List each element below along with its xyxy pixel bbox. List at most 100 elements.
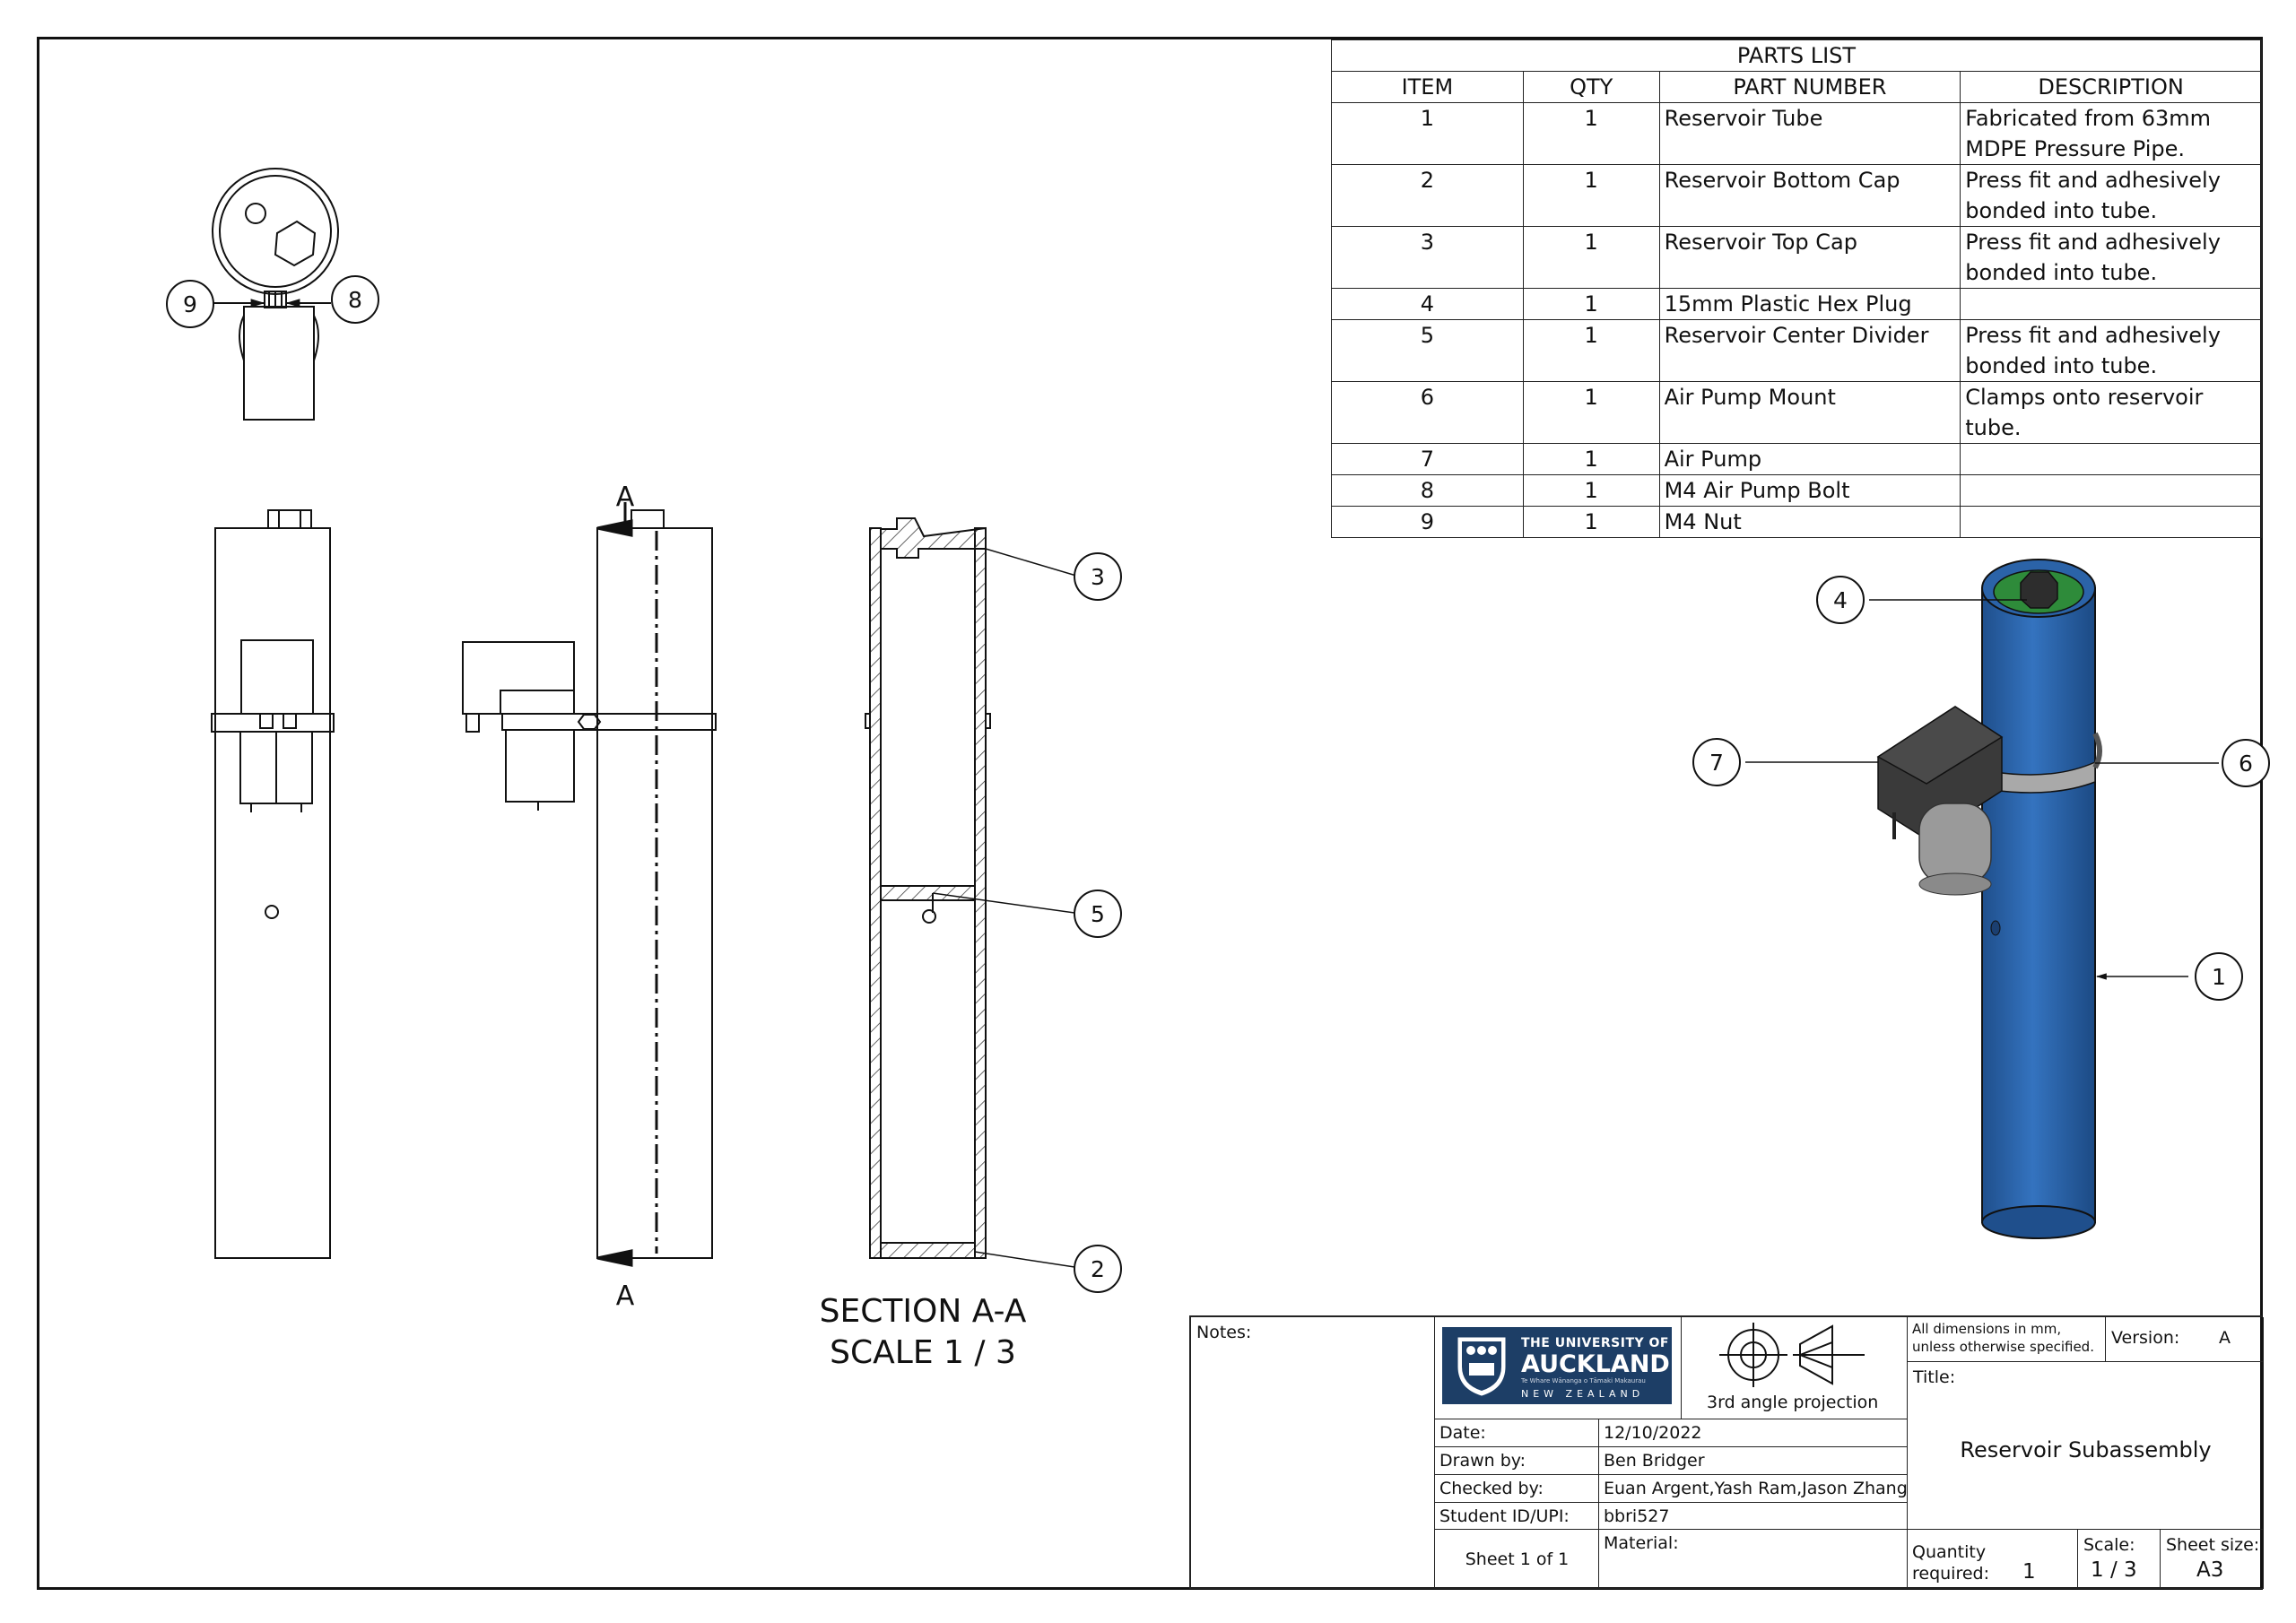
cell-qty: 1 xyxy=(1522,443,1660,475)
cell-item: 8 xyxy=(1331,474,1524,507)
cell-desc xyxy=(1960,288,2262,320)
cell-desc: Clamps onto reservoir tube. xyxy=(1960,381,2262,444)
balloon-1: 1 xyxy=(2195,952,2243,1001)
logo-line-2: AUCKLAND xyxy=(1521,1350,1670,1378)
cell-item: 5 xyxy=(1331,319,1524,382)
side-view xyxy=(462,509,717,1259)
cell-qty: 1 xyxy=(1522,226,1660,289)
cell-desc xyxy=(1960,443,2262,475)
cell-part: Reservoir Tube xyxy=(1658,102,1961,165)
title-label: Title: xyxy=(1913,1367,1956,1387)
cell-item: 3 xyxy=(1331,226,1524,289)
student-id-value: bbri527 xyxy=(1604,1506,1670,1526)
university-logo: THE UNIVERSITY OF AUCKLAND Te Whare Wāna… xyxy=(1442,1327,1672,1404)
balloon-4: 4 xyxy=(1816,576,1865,624)
cell-item: 4 xyxy=(1331,288,1524,320)
cell-part: 15mm Plastic Hex Plug xyxy=(1658,288,1961,320)
title-cell: Title: Reservoir Subassembly xyxy=(1908,1362,2264,1530)
third-angle-projection-icon xyxy=(1719,1323,1865,1387)
cell-part: Air Pump xyxy=(1658,443,1961,475)
section-scale: SCALE 1 / 3 xyxy=(830,1334,1016,1371)
column-header-qty: QTY xyxy=(1522,71,1660,103)
scale-label: Scale: xyxy=(2083,1535,2135,1555)
balloon-3: 3 xyxy=(1074,552,1122,601)
cell-item: 9 xyxy=(1331,506,1524,538)
drawn-by-label: Drawn by: xyxy=(1439,1451,1526,1471)
cell-qty: 1 xyxy=(1522,288,1660,320)
student-id-label: Student ID/UPI: xyxy=(1439,1506,1570,1526)
material-label: Material: xyxy=(1604,1533,1679,1553)
cell-qty: 1 xyxy=(1522,506,1660,538)
top-view xyxy=(212,168,339,421)
cell-qty: 1 xyxy=(1522,319,1660,382)
balloon-label: 7 xyxy=(1709,750,1724,776)
logo-line-4: NEW ZEALAND xyxy=(1521,1388,1645,1400)
crest-icon xyxy=(1457,1337,1506,1396)
version-label: Version: xyxy=(2111,1328,2180,1348)
date-value: 12/10/2022 xyxy=(1604,1423,1702,1443)
dims-note-line-1: All dimensions in mm, xyxy=(1912,1321,2062,1337)
section-arrows xyxy=(596,502,633,1267)
cell-item: 7 xyxy=(1331,443,1524,475)
section-marker-bottom: A xyxy=(616,1280,635,1312)
version-cell: Version: A xyxy=(2106,1317,2264,1362)
projection-label: 3rd angle projection xyxy=(1707,1393,1879,1412)
cell-qty: 1 xyxy=(1522,381,1660,444)
column-header-part-number: PART NUMBER xyxy=(1658,71,1961,103)
sheet-number: Sheet 1 of 1 xyxy=(1465,1549,1570,1569)
balloon-6: 6 xyxy=(2222,739,2270,787)
dims-note-line-2: unless otherwise specified. xyxy=(1912,1339,2094,1355)
cell-desc xyxy=(1960,474,2262,507)
dims-note-cell: All dimensions in mm, unless otherwise s… xyxy=(1908,1317,2106,1362)
cell-part: M4 Air Pump Bolt xyxy=(1658,474,1961,507)
balloon-label: 9 xyxy=(183,291,197,317)
cell-desc: Press fit and adhesively bonded into tub… xyxy=(1960,226,2262,289)
cell-qty: 1 xyxy=(1522,102,1660,165)
drawing-title: Reservoir Subassembly xyxy=(1960,1437,2212,1462)
cell-item: 6 xyxy=(1331,381,1524,444)
cell-desc: Press fit and adhesively bonded into tub… xyxy=(1960,164,2262,227)
notes-label: Notes: xyxy=(1196,1323,1252,1342)
front-view xyxy=(211,509,335,1259)
title-block: Notes: 3rd angle projection All dimensio… xyxy=(1189,1315,2264,1589)
balloon-label: 4 xyxy=(1833,587,1848,613)
checked-by-label: Checked by: xyxy=(1439,1479,1544,1498)
balloon-label: 2 xyxy=(1091,1256,1105,1282)
balloon-label: 3 xyxy=(1091,564,1105,590)
balloon-2: 2 xyxy=(1074,1245,1122,1293)
quantity-label-1: Quantity xyxy=(1912,1542,1987,1562)
section-title: SECTION A-A xyxy=(820,1293,1027,1330)
sheet-size-label: Sheet size: xyxy=(2166,1535,2260,1555)
parts-list-table: PARTS LIST ITEM QTY PART NUMBER DESCRIPT… xyxy=(1331,39,2262,538)
quantity-cell: Quantity required: 1 xyxy=(1908,1530,2078,1589)
sheet-size-value: A3 xyxy=(2196,1558,2224,1582)
balloon-label: 6 xyxy=(2239,751,2253,777)
cell-part: Air Pump Mount xyxy=(1658,381,1961,444)
cell-item: 1 xyxy=(1331,102,1524,165)
scale-cell: Scale: 1 / 3 xyxy=(2078,1530,2161,1589)
cell-item: 2 xyxy=(1331,164,1524,227)
sheet-size-cell: Sheet size: A3 xyxy=(2161,1530,2264,1589)
cell-qty: 1 xyxy=(1522,164,1660,227)
cell-desc: Press fit and adhesively bonded into tub… xyxy=(1960,319,2262,382)
column-header-item: ITEM xyxy=(1331,71,1524,103)
section-marker-top: A xyxy=(616,482,635,513)
balloon-5: 5 xyxy=(1074,890,1122,938)
logo-line-1: THE UNIVERSITY OF xyxy=(1521,1336,1669,1350)
quantity-value: 1 xyxy=(2022,1560,2036,1584)
cell-part: Reservoir Top Cap xyxy=(1658,226,1961,289)
cell-desc: Fabricated from 63mm MDPE Pressure Pipe. xyxy=(1960,102,2262,165)
notes-cell: Notes: xyxy=(1191,1317,1435,1589)
quantity-label-2: required: xyxy=(1912,1564,1990,1584)
